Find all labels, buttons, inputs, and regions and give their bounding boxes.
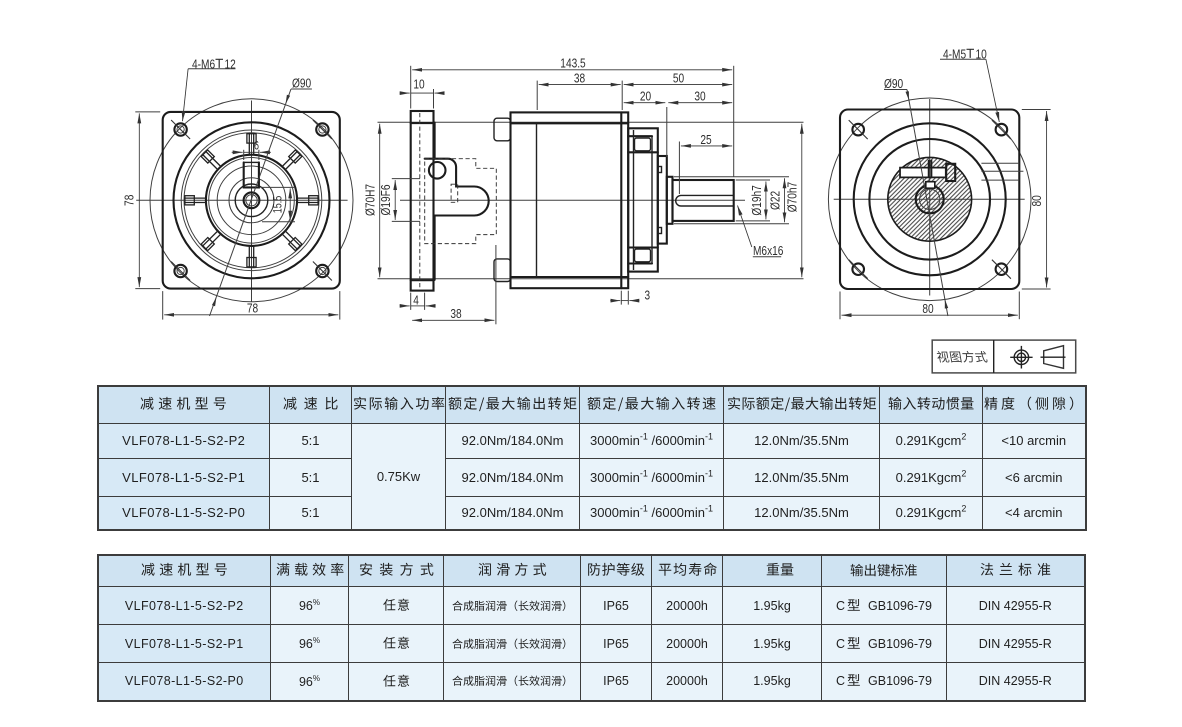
svg-text:Ø70h7: Ø70h7	[785, 182, 800, 212]
svg-text:10: 10	[976, 46, 987, 61]
svg-text:12: 12	[225, 57, 236, 72]
svg-text:M6x16: M6x16	[753, 243, 783, 258]
svg-text:15.5: 15.5	[273, 196, 285, 214]
svg-text:Ø90: Ø90	[884, 76, 903, 91]
svg-text:4-M5: 4-M5	[943, 46, 966, 61]
svg-text:80: 80	[1029, 195, 1044, 206]
svg-text:Ø70H7: Ø70H7	[363, 184, 378, 216]
svg-text:4: 4	[413, 293, 419, 308]
svg-text:38: 38	[450, 306, 461, 321]
svg-text:78: 78	[247, 301, 258, 316]
svg-text:10: 10	[413, 77, 424, 92]
svg-text:143.5: 143.5	[560, 56, 585, 71]
svg-text:Ø19h7: Ø19h7	[749, 185, 764, 215]
svg-text:38: 38	[574, 71, 585, 86]
svg-text:4-M6: 4-M6	[192, 57, 215, 72]
svg-text:Ø22: Ø22	[767, 191, 782, 210]
svg-text:Ø90: Ø90	[292, 76, 311, 91]
svg-text:3: 3	[645, 287, 651, 302]
svg-text:6: 6	[254, 141, 259, 153]
svg-text:25: 25	[700, 132, 711, 147]
svg-text:78: 78	[122, 195, 137, 206]
svg-text:80: 80	[922, 301, 933, 316]
svg-text:50: 50	[673, 71, 684, 86]
svg-text:20: 20	[640, 89, 651, 104]
svg-text:Ø19F6: Ø19F6	[378, 185, 393, 216]
svg-text:30: 30	[694, 89, 705, 104]
